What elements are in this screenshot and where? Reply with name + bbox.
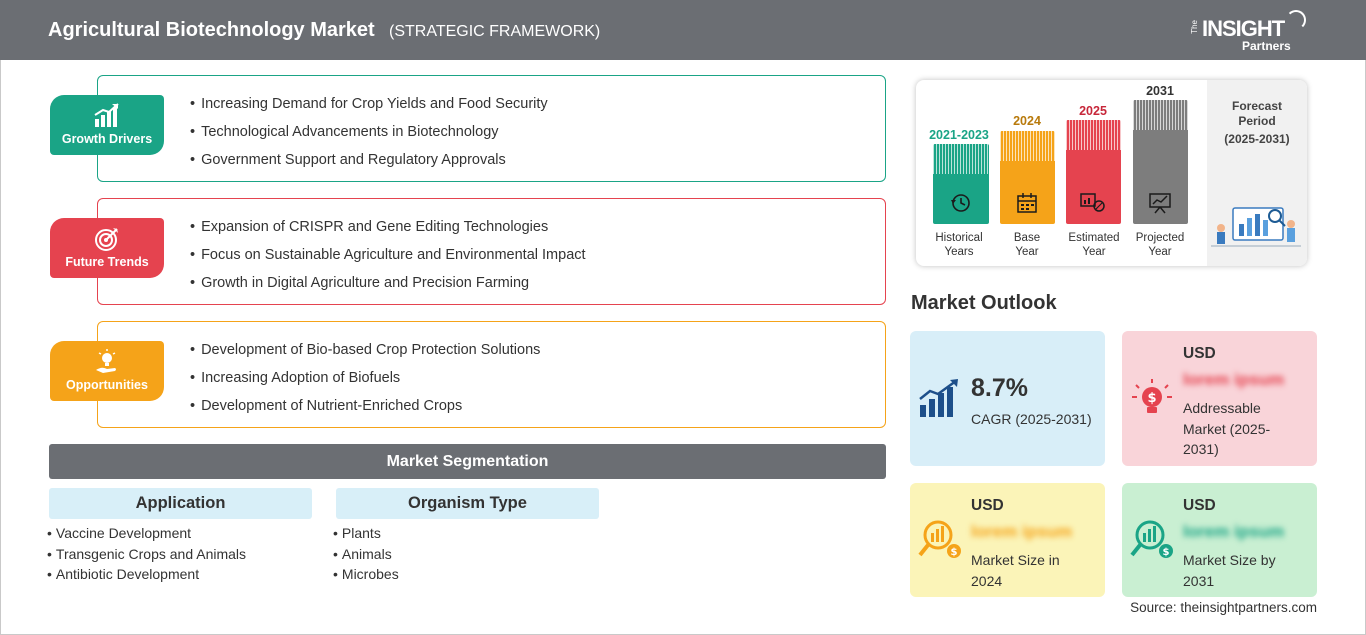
opportunities-badge: Opportunities <box>50 341 164 401</box>
timeline-label-historical: Historical Years <box>935 232 983 258</box>
timeline-year-base: 2024 <box>1013 114 1041 128</box>
svg-text:$: $ <box>951 547 958 558</box>
money-lightbulb-icon: $ <box>1132 379 1172 413</box>
addressable-label: Addressable Market (2025- 2031) <box>1183 400 1271 457</box>
lightbulb-hand-icon <box>96 349 116 373</box>
source-credit[interactable]: Source: theinsightpartners.com <box>1130 600 1317 615</box>
badge-label: Opportunities <box>66 378 148 392</box>
timeline-bar-base <box>1000 131 1055 224</box>
future-trends-list: Expansion of CRISPR and Gene Editing Tec… <box>190 217 586 301</box>
market-size-2031-tile: $ USD lorem ipsum Market Size by 2031 <box>1122 483 1317 597</box>
timeline-year-historical: 2021-2023 <box>929 128 989 142</box>
timeline-label-estimated: Estimated Year <box>1068 232 1120 258</box>
list-item: Development of Bio-based Crop Protection… <box>190 340 540 368</box>
timeline-year-projected: 2031 <box>1146 84 1174 98</box>
size-2024-value-blurred: lorem ipsum <box>971 522 1073 541</box>
list-item: Growth in Digital Agriculture and Precis… <box>190 273 586 301</box>
cagr-tile: 8.7% CAGR (2025-2031) <box>910 331 1105 466</box>
timeline-label-base: Base Year <box>1013 232 1041 258</box>
list-item: Increasing Adoption of Biofuels <box>190 368 540 396</box>
cagr-label: CAGR (2025-2031) <box>971 411 1092 427</box>
target-icon <box>95 228 118 251</box>
list-item: Antibiotic Development <box>47 566 246 587</box>
presentation-chart-icon <box>1149 193 1171 214</box>
list-item: Focus on Sustainable Agriculture and Env… <box>190 245 585 273</box>
list-item: Microbes <box>333 566 399 587</box>
svg-text:$: $ <box>1163 547 1170 558</box>
future-trends-badge: Future Trends <box>50 218 164 278</box>
estimate-icon <box>1080 193 1105 212</box>
segmentation-header: Market Segmentation <box>49 444 886 479</box>
badge-label: Growth Drivers <box>61 132 153 146</box>
list-item: Government Support and Regulatory Approv… <box>190 150 548 178</box>
cagr-value: 8.7% <box>971 374 1028 402</box>
opportunities-card: Development of Bio-based Crop Protection… <box>97 321 886 428</box>
insight-partners-logo[interactable]: The INSIGHT Partners <box>1190 10 1310 54</box>
list-item: Increasing Demand for Crop Yields and Fo… <box>190 94 548 122</box>
timeline-year-estimated: 2025 <box>1079 104 1107 118</box>
magnifier-chart-money-icon: $ <box>918 520 961 558</box>
addressable-usd: USD <box>1183 345 1216 362</box>
svg-text:$: $ <box>1147 391 1156 406</box>
growth-drivers-list: Increasing Demand for Crop Yields and Fo… <box>190 94 548 178</box>
segment-heading-organism-type: Organism Type <box>336 488 599 519</box>
list-item: Technological Advancements in Biotechnol… <box>190 122 548 150</box>
organism-type-list: Plants Animals Microbes <box>333 525 399 587</box>
application-list: Vaccine Development Transgenic Crops and… <box>47 525 246 587</box>
timeline-label-projected: Projected Year <box>1135 232 1185 258</box>
list-item: Transgenic Crops and Animals <box>47 546 246 567</box>
page-title: Agricultural Biotechnology Market <box>48 19 375 41</box>
segment-heading-application: Application <box>49 488 312 519</box>
timeline-bar-historical <box>933 144 989 224</box>
size-2031-label: Market Size by 2031 <box>1183 552 1276 589</box>
header-bar: Agricultural Biotechnology Market (STRAT… <box>0 0 1366 60</box>
history-icon <box>951 194 970 212</box>
analytics-team-illustration-icon <box>1211 207 1301 247</box>
logo-swoosh-icon <box>1286 10 1306 30</box>
list-item: Plants <box>333 525 399 546</box>
addressable-value-blurred: lorem ipsum <box>1183 370 1285 389</box>
growth-chart-icon <box>919 379 958 417</box>
timeline-bar-estimated <box>1066 120 1121 224</box>
size-2031-value-blurred: lorem ipsum <box>1183 522 1285 541</box>
timeline-bar-projected <box>1133 100 1188 224</box>
bar-chart-growth-icon <box>94 103 119 127</box>
growth-drivers-badge: Growth Drivers <box>50 95 164 155</box>
opportunities-list: Development of Bio-based Crop Protection… <box>190 340 540 424</box>
calendar-icon <box>1017 193 1037 213</box>
forecast-period-box: Forecast Period (2025-2031) <box>1207 80 1307 266</box>
forecast-title: Forecast Period <box>1231 99 1283 128</box>
list-item: Vaccine Development <box>47 525 246 546</box>
size-2031-usd: USD <box>1183 497 1216 514</box>
page-subtitle: (STRATEGIC FRAMEWORK) <box>389 23 601 40</box>
addressable-market-tile: $ USD lorem ipsum Addressable Market (20… <box>1122 331 1317 466</box>
size-2024-label: Market Size in 2024 <box>971 552 1060 589</box>
list-item: Expansion of CRISPR and Gene Editing Tec… <box>190 217 586 245</box>
list-item: Animals <box>333 546 399 567</box>
magnifier-growth-money-icon: $ <box>1130 520 1173 558</box>
list-item: Development of Nutrient-Enriched Crops <box>190 396 540 424</box>
size-2024-usd: USD <box>971 497 1004 514</box>
market-size-2024-tile: $ USD lorem ipsum Market Size in 2024 <box>910 483 1105 597</box>
badge-label: Future Trends <box>65 255 149 269</box>
market-outlook-title: Market Outlook <box>911 292 1057 314</box>
forecast-period-range: (2025-2031) <box>1224 132 1290 146</box>
growth-drivers-card: Increasing Demand for Crop Yields and Fo… <box>97 75 886 182</box>
future-trends-card: Expansion of CRISPR and Gene Editing Tec… <box>97 198 886 305</box>
